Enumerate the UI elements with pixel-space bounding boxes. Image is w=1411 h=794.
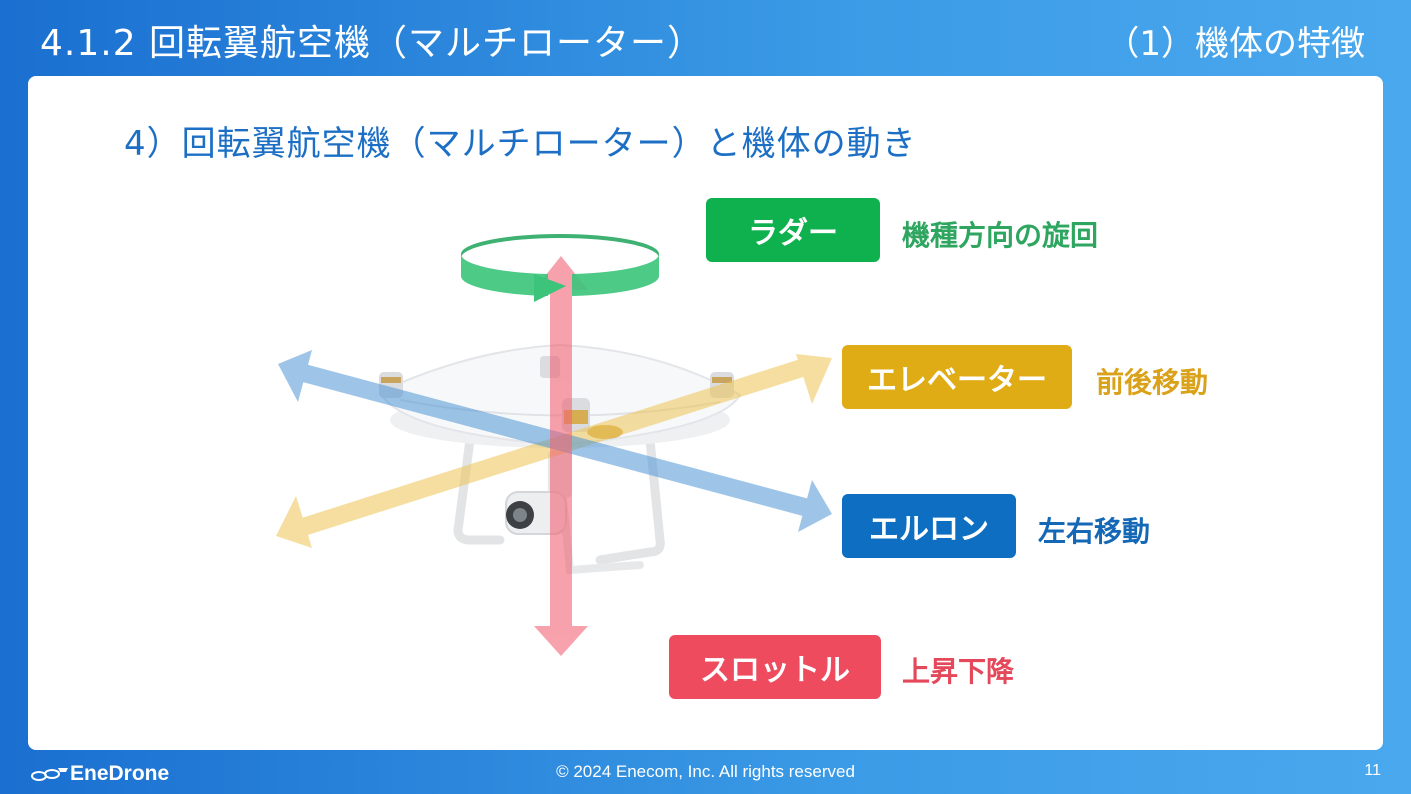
rudder-rotation-arrow — [460, 234, 660, 302]
rudder-description: 機種方向の旋回 — [902, 219, 1099, 252]
elevator-description: 前後移動 — [1096, 366, 1209, 399]
footer-brand: EneDrone — [70, 762, 170, 785]
enedrone-logo-icon — [31, 768, 68, 781]
elevator-label: エレベーター — [842, 345, 1072, 409]
page-number: 11 — [1364, 762, 1381, 779]
aileron-label: エルロン — [842, 494, 1016, 558]
throttle-description: 上昇下降 — [902, 655, 1015, 688]
header-title: 4.1.2 回転翼航空機（マルチローター） — [40, 23, 705, 64]
throttle-label: スロットル — [669, 635, 881, 699]
header-section: （1）機体の特徴 — [1105, 24, 1365, 64]
footer-copyright: © 2024 Enecom, Inc. All rights reserved — [556, 762, 855, 781]
rudder-label: ラダー — [706, 198, 880, 262]
enedrone-logo: EneDrone — [30, 758, 169, 790]
slide-subtitle: 4）回転翼航空機（マルチローター）と機体の動き — [124, 124, 917, 164]
aileron-description: 左右移動 — [1038, 515, 1151, 548]
